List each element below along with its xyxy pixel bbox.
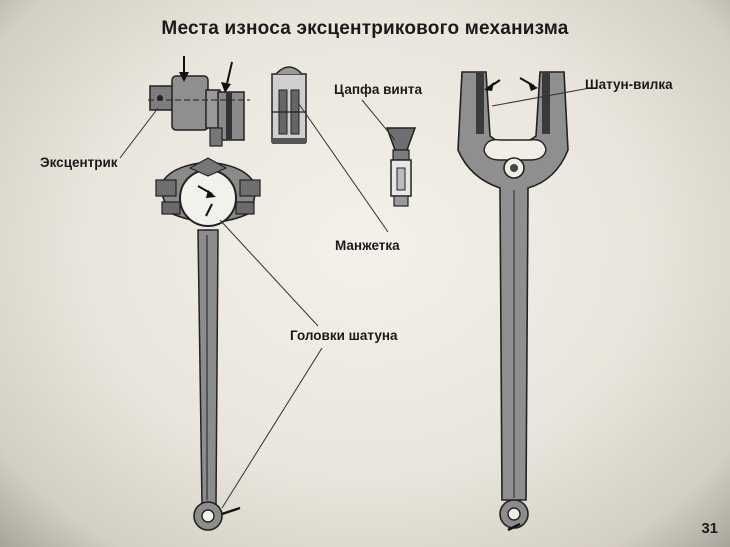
wear-arrow xyxy=(507,522,521,532)
label-cuff: Манжетка xyxy=(335,238,400,253)
eccentric-part xyxy=(148,75,250,147)
leader-line xyxy=(119,107,159,159)
wear-arrowhead xyxy=(484,82,494,91)
fork-rod xyxy=(457,71,569,529)
connecting-rod xyxy=(155,157,261,531)
screw-journal-part xyxy=(385,127,417,207)
label-screw-journal: Цапфа винта xyxy=(334,82,422,97)
label-fork-rod: Шатун-вилка xyxy=(585,77,673,92)
wear-arrowhead xyxy=(528,82,538,91)
wear-arrow xyxy=(221,506,241,516)
wear-arrowhead xyxy=(221,82,231,93)
page-number: 31 xyxy=(701,520,718,537)
label-rod-heads: Головки шатуна xyxy=(290,328,398,343)
leader-line xyxy=(298,103,389,233)
leader-line xyxy=(491,87,591,107)
cuff-part xyxy=(271,66,307,144)
label-eccentric: Эксцентрик xyxy=(40,155,118,170)
wear-arrowhead xyxy=(206,190,216,198)
wear-arrow xyxy=(205,203,213,217)
leader-line xyxy=(361,99,396,141)
wear-arrowhead xyxy=(179,72,189,82)
slide-title: Места износа эксцентрикового механизма xyxy=(161,18,569,39)
leader-line xyxy=(221,347,323,509)
leader-line xyxy=(219,219,319,327)
